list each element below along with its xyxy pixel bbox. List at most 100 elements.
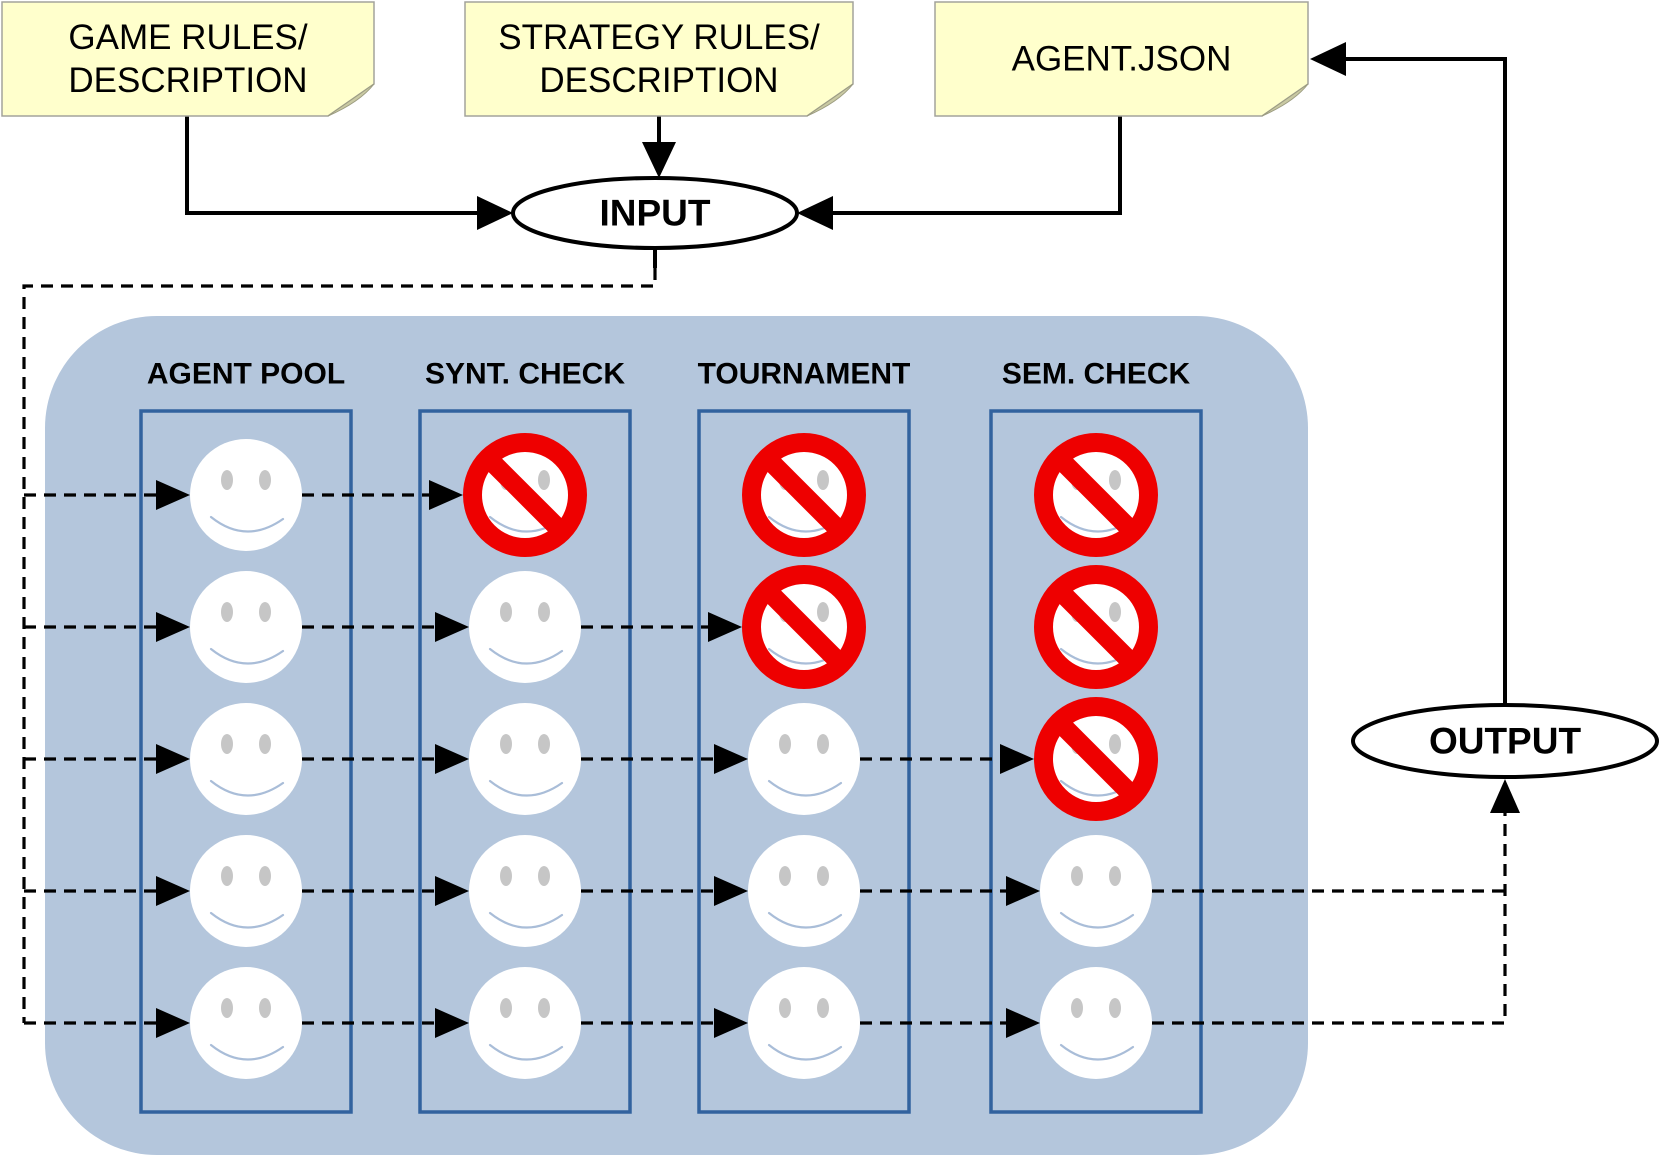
arrowhead-icon [1000, 744, 1034, 774]
agent-smiley-icon-tournament-row-4 [748, 835, 860, 947]
agent-smiley-icon-agent-pool-row-2 [190, 571, 302, 683]
smiley-eye-icon [259, 470, 271, 490]
arrowhead-icon [156, 480, 190, 510]
smiley-eye-icon [221, 734, 233, 754]
input-to-rows [22, 268, 657, 1023]
output-arrowhead-icon [1490, 779, 1520, 813]
prohibition-icon-synt-check-row-1 [463, 433, 587, 557]
arrowhead-icon [435, 876, 469, 906]
note-label-strategy-rules-line-1: STRATEGY RULES/ [498, 18, 820, 57]
smiley-mouth-icon [488, 1043, 564, 1061]
agent-smiley-icon-synt-check-row-3 [469, 703, 581, 815]
smiley-eye-icon [817, 998, 829, 1018]
note-fold-corner-icon [806, 83, 854, 117]
smiley-eye-icon [538, 602, 550, 622]
smiley-mouth-icon [767, 1043, 843, 1061]
smiley-eye-icon [500, 602, 512, 622]
smiley-eye-icon [1109, 866, 1121, 886]
smiley-mouth-icon [209, 515, 285, 533]
smiley-eye-icon [817, 470, 829, 490]
note-label-game-rules-line-1: GAME RULES/ [68, 18, 307, 57]
column-box-agent-pool [139, 409, 353, 1114]
prohibition-slash-icon [481, 451, 569, 539]
agent-json-to-input-arrowhead-icon [797, 196, 833, 230]
smiley-mouth-icon [209, 1043, 285, 1061]
arrowhead-icon [429, 480, 463, 510]
smiley-mouth-icon [1059, 911, 1135, 929]
smiley-eye-icon [1071, 998, 1083, 1018]
prohibition-icon-sem-check-row-3 [1034, 697, 1158, 821]
agent-smiley-icon-tournament-row-3 [748, 703, 860, 815]
note-label-strategy-rules-line-2: DESCRIPTION [539, 61, 778, 100]
prohibition-slash-icon [1052, 715, 1140, 803]
agent-smiley-icon-synt-check-row-4 [469, 835, 581, 947]
smiley-eye-icon [1109, 602, 1121, 622]
smiley-eye-icon [500, 734, 512, 754]
agent-smiley-icon-sem-check-row-4 [1040, 835, 1152, 947]
smiley-eye-icon [221, 470, 233, 490]
arrowhead-icon [435, 1008, 469, 1038]
note-label-agent-json-line-1: AGENT.JSON [1012, 40, 1232, 79]
column-box-tournament [697, 409, 911, 1114]
agent-smiley-icon-synt-check-row-2 [469, 571, 581, 683]
column-header-sem-check: SEM. CHECK [1002, 358, 1191, 391]
prohibition-icon-tournament-row-1 [742, 433, 866, 557]
note-fold-corner-icon [1261, 83, 1309, 117]
smiley-mouth-icon [767, 779, 843, 797]
arrowhead-icon [714, 744, 748, 774]
arrowhead-icon [708, 612, 742, 642]
game-to-input-arrowhead-icon [477, 196, 513, 230]
arrowhead-icon [714, 1008, 748, 1038]
prohibition-slash-icon [760, 451, 848, 539]
smiley-eye-icon [259, 734, 271, 754]
prohibition-slash-icon [1052, 451, 1140, 539]
smiley-mouth-icon [209, 647, 285, 665]
smiley-mouth-icon [1059, 1043, 1135, 1061]
smiley-eye-icon [538, 734, 550, 754]
output-to-agent-json-arrowhead-icon [1310, 42, 1346, 76]
agent-smiley-icon-tournament-row-5 [748, 967, 860, 1079]
arrowhead-icon [1006, 876, 1040, 906]
output-to-agent-json [1342, 57, 1507, 705]
prohibition-icon-tournament-row-2 [742, 565, 866, 689]
smiley-eye-icon [1109, 998, 1121, 1018]
smiley-eye-icon [221, 998, 233, 1018]
smiley-eye-icon [1109, 470, 1121, 490]
column-header-tournament: TOURNAMENT [698, 358, 911, 391]
smiley-eye-icon [538, 998, 550, 1018]
output-terminal-label: OUTPUT [1429, 721, 1582, 762]
input-terminal [511, 176, 799, 250]
smiley-eye-icon [817, 734, 829, 754]
smiley-eye-icon [259, 602, 271, 622]
smiley-mouth-icon [209, 779, 285, 797]
smiley-eye-icon [538, 470, 550, 490]
agent-smiley-icon-sem-check-row-5 [1040, 967, 1152, 1079]
arrowhead-icon [714, 876, 748, 906]
smiley-eye-icon [221, 866, 233, 886]
prohibition-icon-sem-check-row-1 [1034, 433, 1158, 557]
input-terminal-label: INPUT [600, 193, 711, 234]
smiley-eye-icon [779, 734, 791, 754]
smiley-eye-icon [1071, 866, 1083, 886]
agent-smiley-icon-agent-pool-row-3 [190, 703, 302, 815]
arrowhead-icon [1006, 1008, 1040, 1038]
column-box-sem-check [989, 409, 1203, 1114]
prohibition-slash-icon [1052, 583, 1140, 671]
smiley-eye-icon [500, 866, 512, 886]
column-header-synt-check: SYNT. CHECK [425, 358, 625, 391]
smiley-mouth-icon [488, 647, 564, 665]
arrowhead-icon [435, 612, 469, 642]
arrowhead-icon [156, 612, 190, 642]
smiley-mouth-icon [488, 779, 564, 797]
agent-smiley-icon-synt-check-row-5 [469, 967, 581, 1079]
smiley-eye-icon [221, 602, 233, 622]
column-header-agent-pool: AGENT POOL [147, 358, 345, 391]
smiley-mouth-icon [767, 911, 843, 929]
agent-smiley-icon-agent-pool-row-5 [190, 967, 302, 1079]
strategy-to-input-arrowhead-icon [642, 142, 676, 178]
game-to-input [185, 116, 481, 215]
arrowhead-icon [435, 744, 469, 774]
note-fold-corner-icon [327, 83, 375, 117]
